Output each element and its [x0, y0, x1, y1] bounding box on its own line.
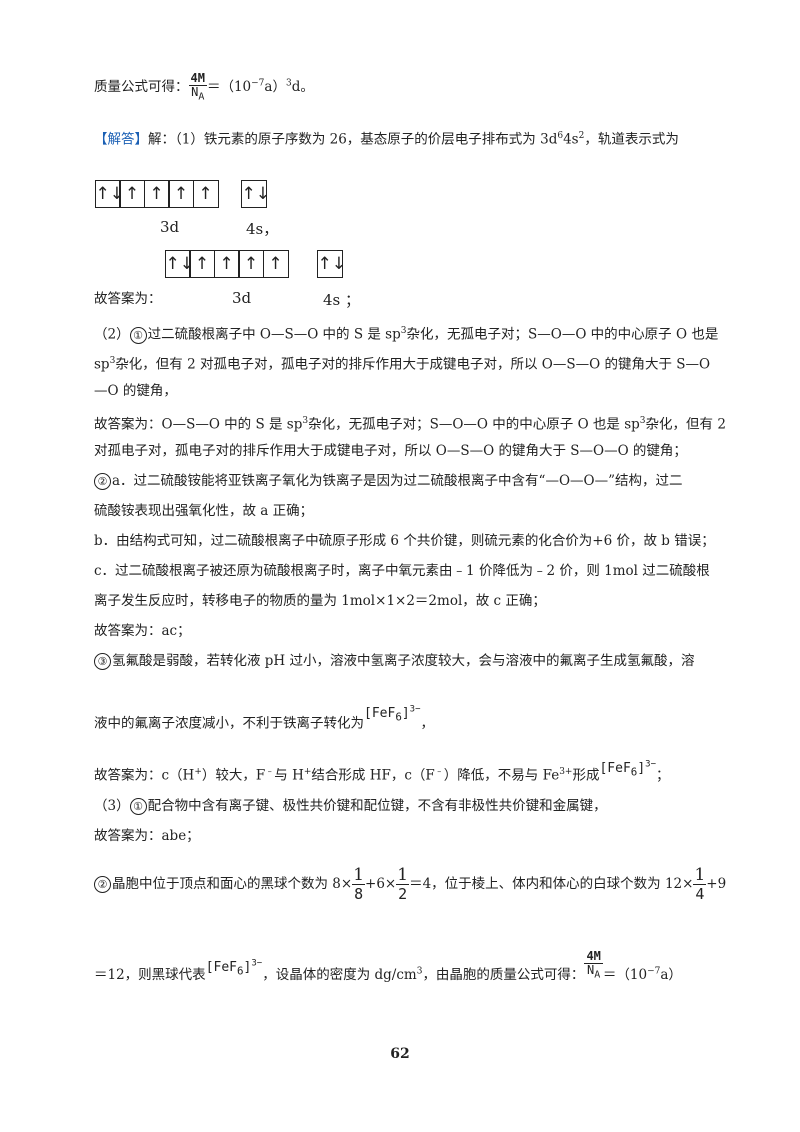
text-line-19: 故答案为：c（H+）较大，F﹣与 H+结合形成 HF，c（F﹣）降低，不易与 F… [94, 759, 670, 784]
text-line-14: c．过二硫酸根离子被还原为硫酸根离子时，离子中氧元素由﹣1 价降低为﹣2 价，则… [94, 563, 710, 579]
text-line-13: b．由结构式可知，过二硫酸根离子中硫原子形成 6 个共价键，则硫元素的化合价为+… [94, 533, 715, 549]
text-line-21: 故答案为：abe； [94, 828, 200, 844]
text-line-16: 故答案为：ac； [94, 623, 191, 639]
orbital-3d-label: 3d [160, 218, 180, 236]
orbital-3d-boxes: ↑↓ ↑ ↑ ↑ ↑ [94, 180, 219, 208]
answer-header: 【解答】解：（1）铁元素的原子序数为 26，基态原子的价层电子排布式为 3d64… [94, 131, 679, 148]
answer-tag: 【解答】 [94, 131, 148, 148]
text-line-18: 液中的氟离子浓度减小，不利于铁离子转化为[FeF6]3−， [94, 705, 435, 732]
text-line-9: 故答案为：O—S—O 中的 S 是 sp3杂化，无孤电子对；S—O—O 中的中心… [94, 416, 726, 433]
answer-4s-label: 4s ； [323, 291, 361, 309]
text-line-15: 离子发生反应时，转移电子的物质的量为 1mol×1×2＝2mol，故 c 正确； [94, 593, 546, 609]
text-line-5: 故答案为： [94, 291, 162, 307]
orbital-4s-box: ↑↓ [240, 180, 270, 208]
text-line-8: —O 的键角， [94, 383, 177, 399]
text-line-7: sp3杂化，但有 2 对孤电子对，孤电子对的排斥作用大于成键电子对，所以 O—S… [94, 356, 711, 373]
complex-ion-fef6: [FeF6]3− [205, 958, 263, 978]
complex-ion-fef6: [FeF6]3− [364, 705, 421, 724]
text-line-10: 对孤电子对，孤电子对的排斥作用大于成键电子对，所以 O—S—O 的键角大于 S—… [94, 443, 687, 459]
page-number: 62 [390, 1046, 410, 1062]
complex-ion-fef6: [FeF6]3− [599, 759, 656, 779]
orbital-4s-box-answer: ↑↓ [316, 250, 346, 278]
answer-3d-label: 3d [232, 289, 252, 307]
text-line-12: 硫酸铵表现出强氧化性，故 a 正确； [94, 503, 314, 519]
orbital-3d-boxes-answer: ↑↓ ↑ ↑ ↑ ↑ [164, 250, 289, 278]
text-line-23: ＝12，则黑球代表[FeF6]3−，设晶体的密度为 dg/cm3，由晶胞的质量公… [94, 949, 682, 984]
orbital-4s-label: 4s， [246, 220, 279, 238]
